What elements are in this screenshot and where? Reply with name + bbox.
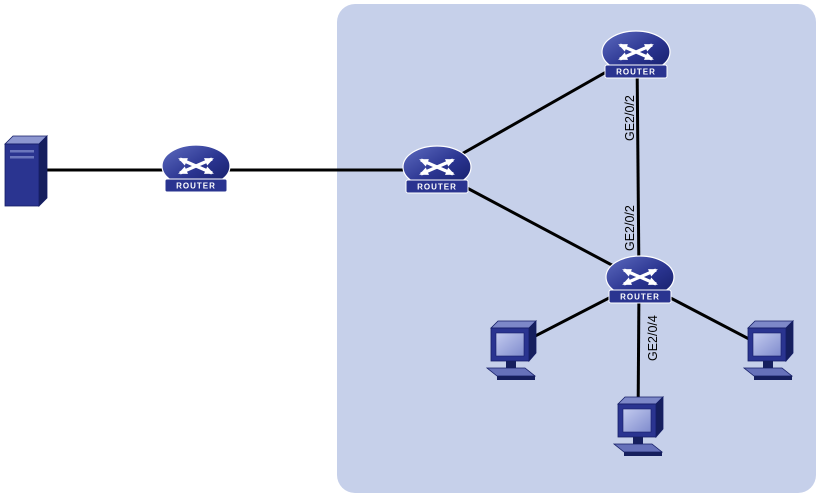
pc-icon	[613, 396, 664, 457]
link-router-top-router-bottom	[635, 54, 641, 281]
interface-label-ge204: GE2/0/4	[646, 315, 660, 361]
router-left-label: ROUTER	[176, 182, 216, 191]
router-top-node: ROUTER	[602, 31, 670, 78]
server-icon	[4, 135, 48, 207]
router-left-node: ROUTER	[162, 145, 230, 192]
pc-left-node	[486, 320, 537, 381]
highlight-region	[337, 4, 816, 493]
router-center-label: ROUTER	[417, 183, 457, 192]
pc-bottom-node	[613, 396, 664, 457]
router-bottom-label: ROUTER	[620, 293, 660, 302]
interface-label-ge202-top: GE2/0/2	[623, 95, 637, 141]
pc-right-node	[743, 320, 794, 381]
router-top-label: ROUTER	[616, 68, 656, 77]
router-bottom-node: ROUTER	[606, 256, 674, 303]
link-router-center-router-top	[436, 53, 637, 170]
link-router-center-router-bottom	[436, 170, 641, 282]
server-node	[4, 135, 48, 207]
router-center-node: ROUTER	[403, 146, 471, 193]
pc-icon	[743, 320, 794, 381]
interface-label-ge202-bottom: GE2/0/2	[623, 205, 637, 251]
pc-icon	[486, 320, 537, 381]
